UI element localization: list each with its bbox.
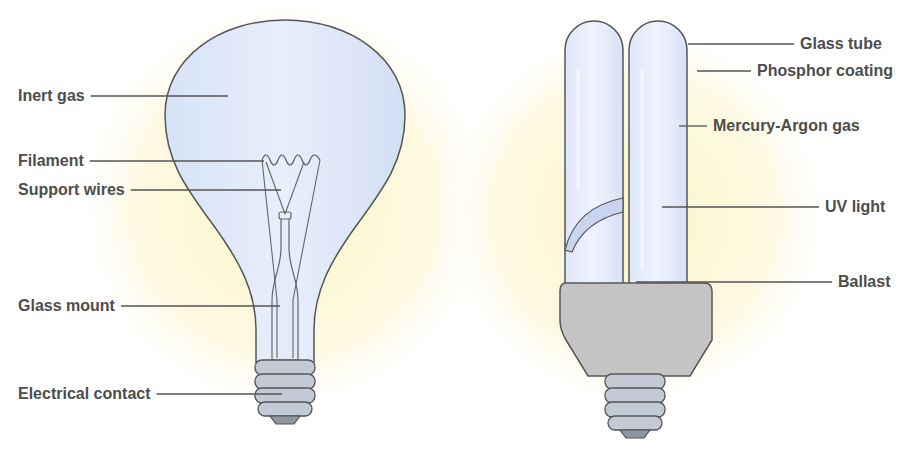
screw-base	[605, 402, 665, 417]
leader-line	[662, 206, 819, 207]
part-label: Ballast	[838, 273, 890, 291]
part-label: Glass tube	[800, 35, 882, 53]
screw-base	[608, 416, 662, 430]
base-tip	[270, 416, 300, 424]
screw-base	[255, 388, 315, 403]
screw-base	[605, 374, 665, 389]
part-label: Electrical contact	[18, 385, 151, 403]
leader-line	[688, 43, 794, 44]
screw-base	[255, 374, 315, 389]
leader-line	[121, 305, 280, 306]
part-label: Support wires	[18, 181, 125, 199]
leader-line	[679, 125, 707, 126]
base-tip	[620, 430, 650, 438]
glass-tube	[565, 21, 623, 290]
leader-line	[157, 393, 283, 394]
part-label: Glass mount	[18, 297, 115, 315]
part-label: Inert gas	[18, 87, 85, 105]
leader-line	[91, 95, 228, 96]
part-label: Mercury-Argon gas	[713, 117, 860, 135]
screw-base	[605, 388, 665, 403]
tube-highlight	[577, 70, 580, 190]
leader-line	[697, 70, 751, 71]
leader-line	[131, 189, 281, 190]
screw-base	[258, 402, 312, 416]
part-label: Phosphor coating	[757, 62, 893, 80]
leader-line	[636, 281, 832, 282]
tube-highlight	[641, 70, 644, 270]
part-label: Filament	[18, 152, 84, 170]
screw-base	[255, 360, 315, 375]
glass-tube	[629, 21, 687, 290]
tube-bridge	[565, 198, 623, 252]
filament	[262, 155, 320, 165]
part-label: UV light	[825, 198, 885, 216]
glass-bulb	[165, 20, 405, 362]
leader-line	[90, 160, 264, 161]
ballast-housing	[560, 283, 712, 376]
